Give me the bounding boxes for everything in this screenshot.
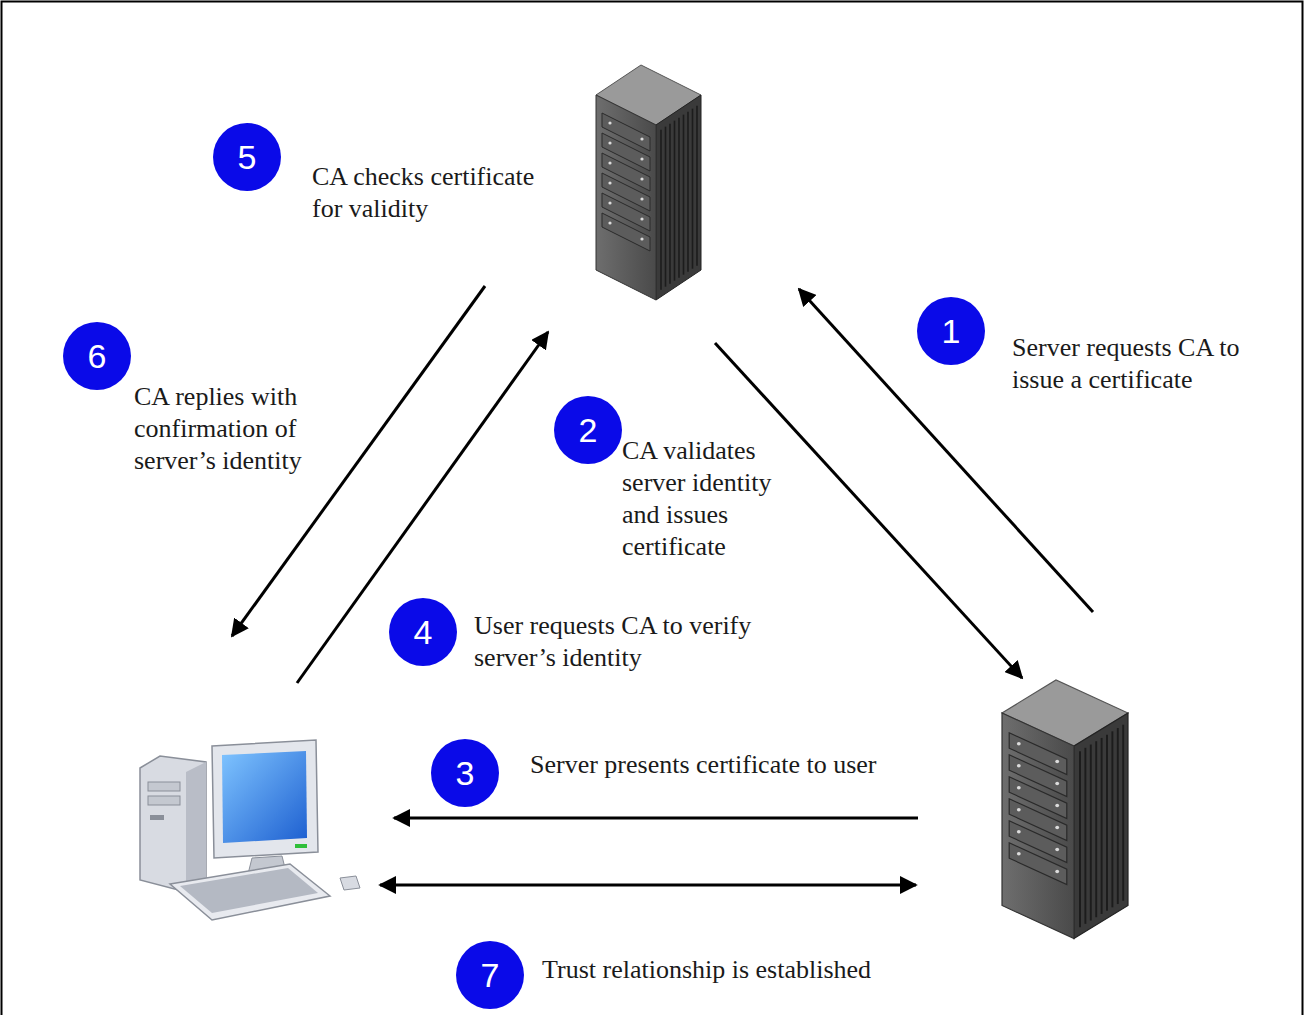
callout-circle: 2 xyxy=(554,396,622,464)
callout-number: 5 xyxy=(238,140,257,174)
ca-server-icon xyxy=(596,65,701,300)
callout-number: 4 xyxy=(414,615,433,649)
step-description: Server requests CA to issue a certificat… xyxy=(1012,332,1262,396)
callout-number: 2 xyxy=(579,413,598,447)
web-server-icon xyxy=(1002,680,1128,939)
callout-circle: 7 xyxy=(456,941,524,1009)
callout-circle: 6 xyxy=(63,322,131,390)
arrow xyxy=(380,884,916,887)
step-description: Trust relationship is established xyxy=(542,954,871,986)
callout-circle: 5 xyxy=(213,123,281,191)
step-description: CA replies with confirmation of server’s… xyxy=(134,381,319,477)
callout-number: 6 xyxy=(88,339,107,373)
callout-circle: 1 xyxy=(917,297,985,365)
callout-number: 3 xyxy=(456,756,475,790)
step-description: CA checks certificate for validity xyxy=(312,161,567,225)
callout-circle: 4 xyxy=(389,598,457,666)
arrow xyxy=(715,343,1022,678)
arrows xyxy=(232,286,1093,885)
callout-number: 7 xyxy=(481,958,500,992)
arrow xyxy=(394,817,918,820)
step-description: CA validates server identity and issues … xyxy=(622,435,787,563)
step-description: Server presents certificate to user xyxy=(530,749,877,781)
user-computer-icon xyxy=(140,740,360,920)
callout-number: 1 xyxy=(942,314,961,348)
callout-circle: 3 xyxy=(431,739,499,807)
step-description: User requests CA to verify server’s iden… xyxy=(474,610,779,674)
